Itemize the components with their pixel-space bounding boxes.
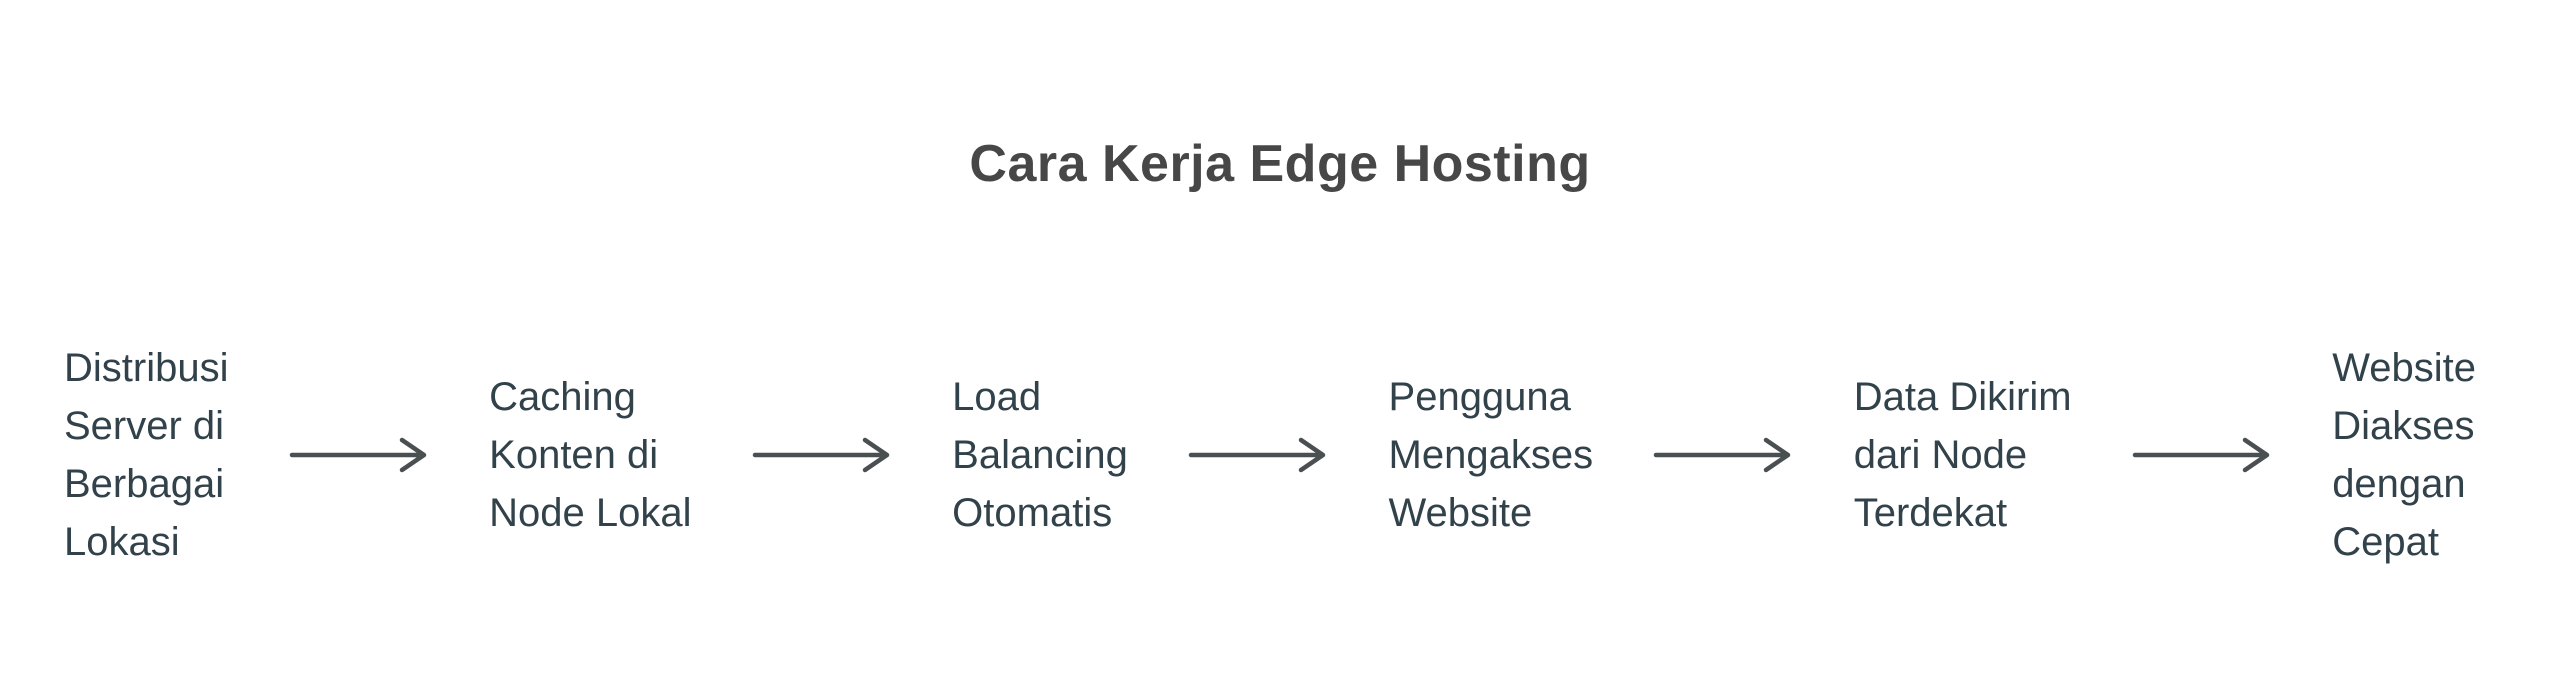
step-line: Website [1388, 491, 1533, 535]
flow-step-load-balancing: Load Balancing Otomatis [952, 368, 1128, 542]
flow-step-distribusi-server: Distribusi Server di Berbagai Lokasi [64, 339, 228, 571]
step-line: Server di [64, 404, 225, 448]
step-line: Load [952, 375, 1042, 419]
step-line: Otomatis [952, 491, 1113, 535]
flow-step-caching-konten: Caching Konten di Node Lokal [489, 368, 691, 542]
flow-arrow-icon [1653, 433, 1793, 477]
step-line: Caching [489, 375, 636, 419]
step-line: Pengguna [1388, 375, 1571, 419]
step-line: Konten di [489, 433, 659, 477]
step-line: dengan [2332, 462, 2466, 506]
step-line: Mengakses [1388, 433, 1594, 477]
flow-row: Distribusi Server di Berbagai Lokasi Cac… [64, 339, 2476, 571]
flow-step-data-dikirim: Data Dikirim dari Node Terdekat [1854, 368, 2072, 542]
flow-step-pengguna-mengakses: Pengguna Mengakses Website [1389, 368, 1594, 542]
step-line: Cepat [2332, 520, 2439, 564]
step-line: Diakses [2332, 404, 2475, 448]
step-line: Data Dikirim [1853, 375, 2072, 419]
flow-arrow-icon [289, 433, 429, 477]
step-line: Balancing [952, 433, 1128, 477]
step-line: Berbagai [64, 462, 225, 506]
step-line: Terdekat [1853, 491, 2008, 535]
flow-arrow-icon [2132, 433, 2272, 477]
step-line: Distribusi [64, 346, 229, 390]
flow-step-website-diakses: Website Diakses dengan Cepat [2332, 339, 2476, 571]
step-line: dari Node [1853, 433, 2028, 477]
step-line: Lokasi [64, 520, 180, 564]
flow-arrow-icon [752, 433, 892, 477]
flow-arrow-icon [1188, 433, 1328, 477]
diagram-title: Cara Kerja Edge Hosting [969, 135, 1591, 193]
step-line: Node Lokal [489, 491, 692, 535]
step-line: Website [2332, 346, 2476, 390]
